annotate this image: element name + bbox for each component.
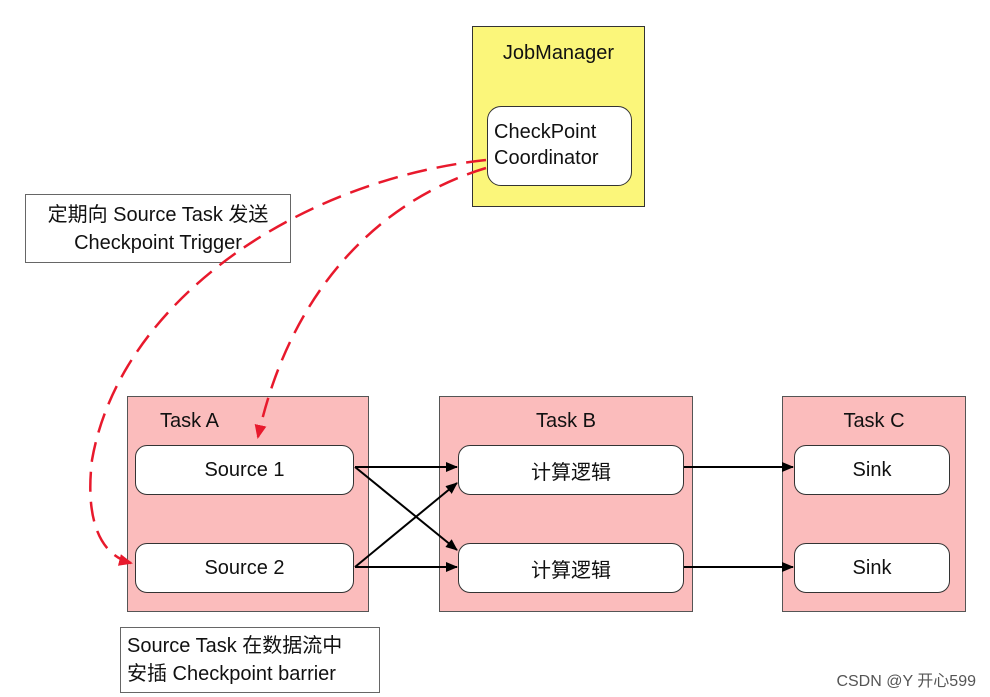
job-manager-box: JobManager CheckPoint Coordinator [472, 26, 645, 207]
source-1-node[interactable]: Source 1 [135, 445, 354, 495]
barrier-note-line1: Source Task 在数据流中 [127, 635, 343, 657]
trigger-note-line2: Checkpoint Trigger [74, 231, 242, 254]
trigger-arrow-to-source-1 [254, 166, 487, 439]
trigger-note: 定期向 Source Task 发送 Checkpoint Trigger [25, 194, 291, 263]
coordinator-label-line1: CheckPoint [494, 121, 597, 143]
task-b-title: Task B [535, 410, 597, 432]
trigger-note-line1: 定期向 Source Task 发送 [47, 203, 269, 226]
task-a-box: Task A Source 1 Source 2 [127, 396, 369, 612]
source-2-node[interactable]: Source 2 [135, 543, 354, 593]
trigger-arrow-to-source-2 [89, 158, 487, 566]
task-b-box: Task B 计算逻辑 计算逻辑 [439, 396, 693, 612]
compute-logic-node-1[interactable]: 计算逻辑 [458, 445, 684, 495]
coordinator-label-line2: Coordinator [494, 147, 599, 169]
sink-node-2[interactable]: Sink [794, 543, 950, 593]
barrier-note-line2: 安插 Checkpoint barrier [127, 663, 336, 685]
checkpoint-coordinator-node[interactable]: CheckPoint Coordinator [487, 106, 632, 186]
job-manager-title: JobManager [502, 42, 615, 64]
barrier-note: Source Task 在数据流中 安插 Checkpoint barrier [120, 627, 380, 693]
compute-logic-node-2[interactable]: 计算逻辑 [458, 543, 684, 593]
task-a-title: Task A [160, 410, 219, 432]
task-c-box: Task C Sink Sink [782, 396, 966, 612]
edge-source2-to-compute1 [354, 482, 458, 568]
edge-source1-to-compute2 [354, 466, 458, 551]
watermark: CSDN @Y 开心599 [836, 673, 976, 690]
sink-node-1[interactable]: Sink [794, 445, 950, 495]
task-c-title: Task C [843, 410, 905, 432]
